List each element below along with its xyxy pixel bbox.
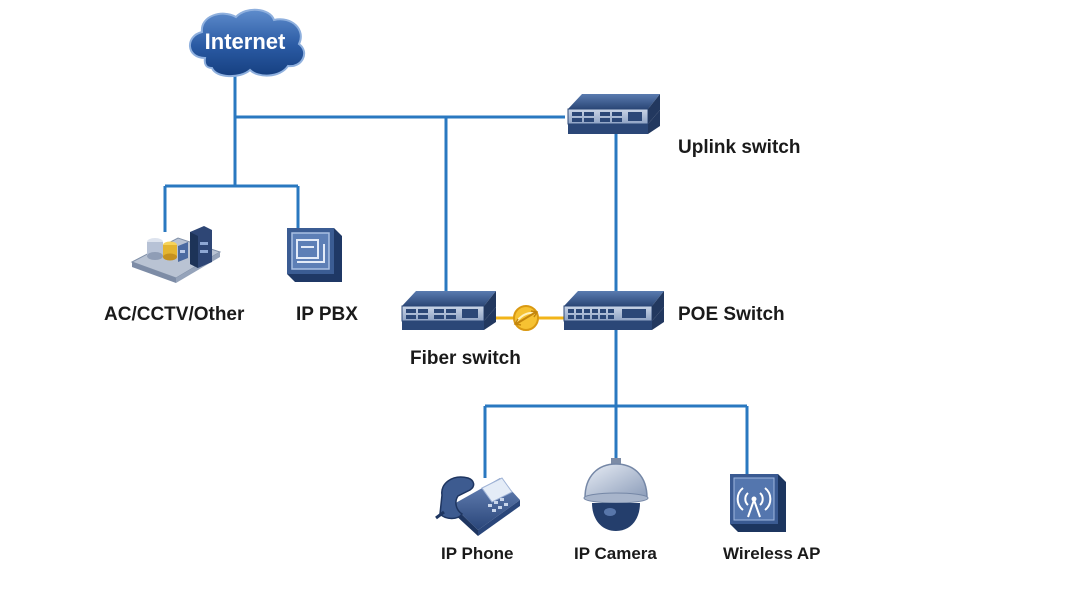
links <box>163 68 749 478</box>
ip-phone-label: IP Phone <box>441 544 513 563</box>
switch-icon <box>401 291 496 330</box>
switch-icon <box>563 291 664 330</box>
wireless-ap-device <box>730 474 786 532</box>
internet-label: Internet <box>205 29 286 54</box>
ac-cctv-other-device <box>130 226 222 283</box>
ip-phone-device <box>435 476 520 536</box>
internet-cloud: Internet <box>189 8 306 78</box>
fiber-switch-label: Fiber switch <box>410 348 521 369</box>
pbx-icon <box>287 228 342 282</box>
fiber-connector-icon <box>513 305 539 331</box>
poe-switch <box>563 291 664 330</box>
wifi-access-point-icon <box>730 474 786 532</box>
switch-icon <box>567 94 660 134</box>
ip-camera-label: IP Camera <box>574 544 657 563</box>
fiber-switch <box>401 291 496 330</box>
phone-icon <box>435 476 520 536</box>
ip-pbx-label: IP PBX <box>296 304 358 325</box>
wireless-ap-label: Wireless AP <box>723 544 820 563</box>
fiber-connector <box>513 305 539 331</box>
poe-switch-label: POE Switch <box>678 304 785 325</box>
server-rack-icon <box>130 226 222 283</box>
dome-camera-icon <box>583 458 649 531</box>
uplink-switch <box>567 94 660 134</box>
ip-camera-device <box>583 458 649 531</box>
ip-pbx-device <box>287 228 342 282</box>
cloud-icon <box>189 8 306 78</box>
uplink-switch-label: Uplink switch <box>678 137 800 158</box>
ac-cctv-other-label: AC/CCTV/Other <box>104 304 245 325</box>
